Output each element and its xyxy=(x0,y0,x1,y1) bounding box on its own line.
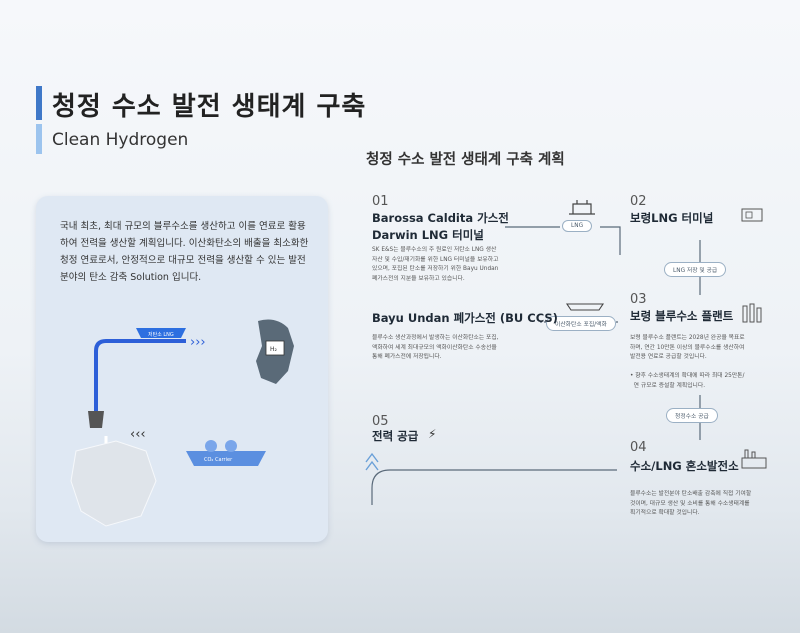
step-05-title: 전력 공급 xyxy=(372,429,419,443)
step-04-desc: 블루수소는 발전분야 탄소배출 감축에 직접 기여할 것이며, 대규모 생산 및… xyxy=(630,491,752,516)
subtitle-accent-bar xyxy=(36,124,42,154)
plan-title: 청정 수소 발전 생태계 구축 계획 xyxy=(366,152,565,168)
step-04-num: 04 xyxy=(630,440,647,455)
power-plant-icon xyxy=(741,449,767,469)
flow-line-2 xyxy=(600,226,621,255)
pill-h2: 청정수소 공급 xyxy=(666,408,718,423)
lng-ship-icon xyxy=(136,328,186,338)
route-arrows-left: ‹‹‹ xyxy=(130,427,146,442)
page-title: 청정 수소 발전 생태계 구축 xyxy=(52,92,367,122)
h2-plant-icon xyxy=(265,340,285,356)
bu-ccs-title: Bayu Undan 폐가스전 (BU CCS) xyxy=(372,311,558,325)
gas-rig-icon xyxy=(569,200,595,215)
step-01-desc: SK E&S는 블루수소의 주 원료인 저탄소 LNG 생산 자산 및 수입/재… xyxy=(372,247,499,282)
co2-carrier-icon xyxy=(186,451,266,466)
co2-ship-icon xyxy=(565,303,605,311)
step-03-title: 보령 블루수소 플랜트 xyxy=(630,309,734,323)
lightning-icon: ⚡ xyxy=(428,427,437,441)
lng-terminal-icon xyxy=(741,208,763,222)
australia-map-icon xyxy=(70,440,157,527)
route-line-top xyxy=(94,339,186,421)
step-03-desc: 보령 블루수소 플랜트는 2028년 완공을 목표로 하며, 연간 10만톤 이… xyxy=(630,335,745,389)
carrier-label: CO₂ Carrier xyxy=(204,457,233,463)
page-subtitle: Clean Hydrogen xyxy=(52,130,189,150)
title-accent-bar xyxy=(36,86,42,120)
pill-lng-storage: LNG 저장 및 공급 xyxy=(664,262,727,277)
gas-platform-icon xyxy=(88,411,104,428)
supply-map: ››› ‹‹‹ 저탄소 LNG H₂ CO₂ Carrier xyxy=(70,319,294,527)
route-arrows-right: ››› xyxy=(190,335,206,350)
up-arrows-icon xyxy=(365,452,379,471)
intro-card: 국내 최초, 최대 규모의 블루수소를 생산하고 이를 연료로 활용하여 전력을… xyxy=(36,196,328,542)
step-04-title: 수소/LNG 혼소발전소 xyxy=(630,459,739,473)
intro-text: 국내 최초, 최대 규모의 블루수소를 생산하고 이를 연료로 활용하여 전력을… xyxy=(60,221,309,283)
step-02-title: 보령LNG 터미널 xyxy=(630,211,714,225)
hydrogen-plant-icon xyxy=(742,303,762,323)
step-02-num: 02 xyxy=(630,194,647,209)
step-01-title: Barossa Caldita 가스전 Darwin LNG 터미널 xyxy=(372,211,509,242)
plant-label: H₂ xyxy=(270,346,278,353)
ship-label: 저탄소 LNG xyxy=(148,331,174,338)
step-05-num: 05 xyxy=(372,414,389,429)
step-03-num: 03 xyxy=(630,292,647,307)
bu-ccs-desc: 블루수소 생산과정에서 발생하는 이산화탄소는 포집, 액화하여 세계 최대규모… xyxy=(372,335,499,360)
step-01-num: 01 xyxy=(372,194,389,209)
pill-co2: 이산화탄소 포집/액화 xyxy=(546,316,616,331)
pill-lng: LNG xyxy=(562,220,593,232)
flow-line-power xyxy=(371,469,617,505)
